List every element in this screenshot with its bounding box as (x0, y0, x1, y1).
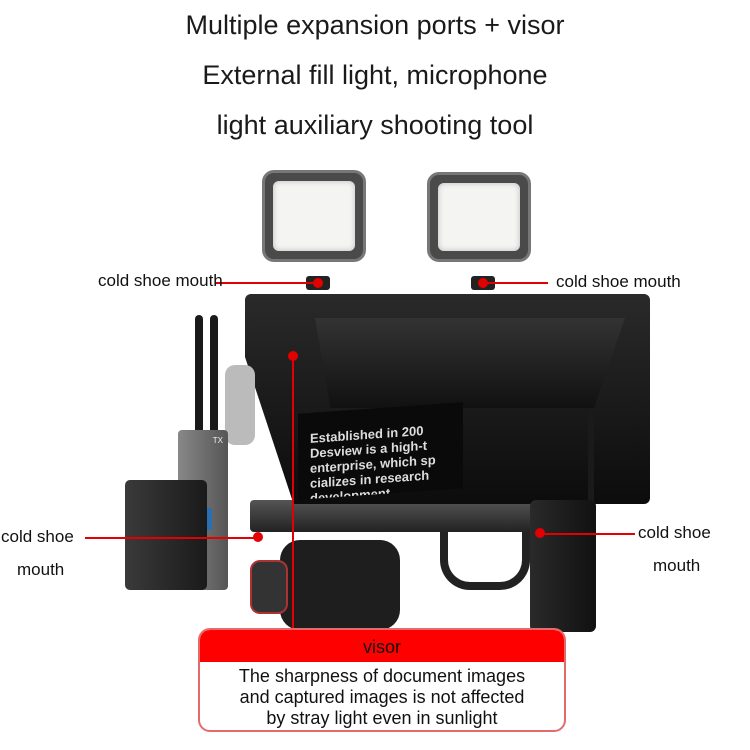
visor-callout-box: visor The sharpness of document images a… (198, 628, 566, 732)
cold-shoe-mount-right (471, 276, 495, 290)
cold-shoe-mount-left (306, 276, 330, 290)
pointer-line-visor (292, 355, 294, 630)
antenna-icon (588, 410, 594, 510)
base-rail (250, 500, 550, 532)
label-cold-shoe-right-1: cold shoe (638, 523, 711, 542)
antenna-icon (210, 315, 218, 435)
headline-line-2: External fill light, microphone (202, 60, 548, 90)
label-cold-shoe-left-2: mouth (17, 560, 65, 579)
mount-bracket (440, 520, 530, 590)
antenna-icon (195, 315, 203, 435)
pointer-dot (253, 532, 263, 542)
pointer-dot (535, 528, 545, 538)
label-cold-shoe-top-right: cold shoe mouth (556, 272, 681, 291)
battery-pack (125, 480, 207, 590)
callout-line: by stray light even in sunlight (266, 708, 498, 728)
callout-line: and captured images is not affected (239, 687, 525, 707)
pointer-line-top-right (486, 282, 548, 284)
grip-wrap (225, 365, 255, 445)
pointer-line-right (540, 533, 635, 535)
tripod-head (280, 540, 400, 630)
label-cold-shoe-right-2: mouth (653, 556, 701, 575)
pointer-line-left (85, 537, 257, 539)
callout-line: The sharpness of document images (238, 666, 526, 686)
fill-light-right (427, 172, 531, 262)
wireless-receiver (530, 500, 596, 632)
pointer-dot (288, 351, 298, 361)
callout-title: visor (200, 630, 564, 662)
headline-line-1: Multiple expansion ports + visor (185, 10, 565, 40)
fill-light-left (262, 170, 366, 262)
headline-line-3: light auxiliary shooting tool (216, 110, 534, 140)
label-cold-shoe-top-left: cold shoe mouth (98, 271, 223, 290)
tripod-knob (250, 560, 288, 614)
pointer-line-top-left (215, 282, 313, 284)
tx-label: TX (212, 436, 223, 445)
teleprompter-screen: Established in 200 Desview is a high-t e… (298, 402, 463, 500)
visor-inner (315, 318, 625, 408)
label-cold-shoe-left-1: cold shoe (1, 527, 74, 546)
